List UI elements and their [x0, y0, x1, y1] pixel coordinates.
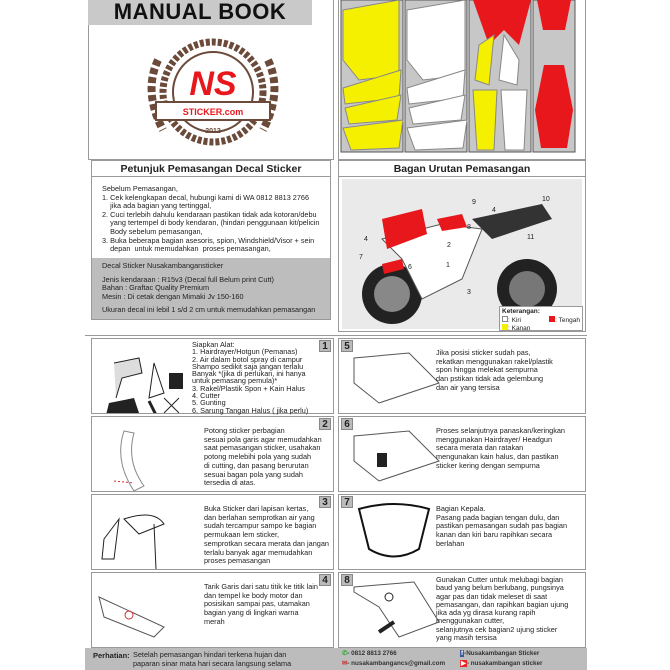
step-number: 4 [319, 574, 331, 586]
step-text: Tarik Garis dari satu titik ke titik lai… [204, 582, 318, 626]
legend-kanan: : Kanan [502, 324, 580, 333]
product-size-note: Ukuran decal ini lebil 1 s/d 2 cm untuk … [102, 305, 316, 315]
step-number: 7 [341, 496, 353, 508]
step-text: Gunakan Cutter untuk melubagi bagian bau… [436, 575, 569, 643]
callout-2: 2 [447, 242, 451, 249]
sticker-sheet-panel [338, 0, 586, 160]
legend-tengah: : Tengah [549, 315, 580, 325]
callout-8: 8 [467, 224, 471, 231]
youtube-icon: ▶ [460, 660, 467, 667]
step-illustration [353, 352, 440, 404]
legend: Keterangan: : Kiri : Tengah : Kanan [499, 306, 583, 333]
step-number: 3 [319, 496, 331, 508]
svg-text:• 2012 •: • 2012 • [201, 128, 226, 135]
step-illustration [353, 430, 440, 482]
instructions-panel: Petunjuk Pemasangan Decal Sticker Sebelu… [91, 160, 331, 320]
step-text: Potong sticker perbagian sesuai pola gar… [204, 426, 322, 488]
contact-email: ✉- nusakambangancs@gmail.com [342, 660, 446, 667]
step-number: 5 [341, 340, 353, 352]
step-illustration [106, 357, 183, 413]
step-illustration [101, 514, 165, 569]
facebook-icon: f [460, 650, 465, 657]
footer: Perhatian: Setelah pemasangan hindari te… [85, 648, 587, 670]
motorcycle-diagram: 9 4 10 8 4 2 11 7 1 6 3 [342, 179, 582, 329]
product-material: Bahan : Graftac Quality Premium [102, 283, 210, 293]
step-number: 2 [319, 418, 331, 430]
step-number: 1 [319, 340, 331, 352]
step-illustration [113, 430, 145, 491]
section-divider [85, 335, 587, 336]
callout-3: 3 [467, 289, 471, 296]
contact-facebook: f-Nusakambangan Sticker [460, 650, 540, 657]
step-text: Bagian Kepala. Pasang pada bagian tengan… [436, 504, 568, 548]
installation-order-panel: Bagan Urutan Pemasangan 9 4 10 8 4 2 11 … [338, 160, 586, 332]
sticker-sheet-image [340, 0, 576, 153]
product-vehicle: Jenis kendaraan : R15v3 (Decal full Belu… [102, 274, 274, 284]
warning-text: Setelah pemasangan hindari terkena hujan… [133, 650, 292, 668]
legend-kiri: : Kiri [502, 315, 521, 325]
svg-text:STICKER.com: STICKER.com [183, 107, 244, 117]
instruction-item: 2. Cuci terlebih dahulu kendaraan pastik… [102, 209, 320, 236]
logo-badge: NS STICKER.com • 2012 • [147, 38, 279, 146]
product-machine: Mesin : Di cetak dengan Mimaki Jv 150-16… [102, 291, 244, 301]
step-number: 6 [341, 418, 353, 430]
step-illustration [353, 581, 440, 638]
product-info-title: Decal Sticker Nusakambangansticker [102, 261, 224, 270]
legend-title: Keterangan: [502, 308, 540, 315]
step-text: Siapkan Alat: 1. Hairdrayer/Hotgun (Pema… [192, 340, 309, 415]
product-info-box: Decal Sticker Nusakambangansticker Jenis… [92, 258, 330, 319]
whatsapp-icon: ✆ [342, 650, 348, 657]
installation-order-heading: Bagan Urutan Pemasangan [339, 161, 585, 177]
instructions-heading: Petunjuk Pemasangan Decal Sticker [92, 161, 330, 177]
callout-9: 9 [472, 199, 476, 206]
step-text: Buka Sticker dari lapisan kertas, dan be… [204, 504, 329, 566]
logo-ns-text: NS [189, 65, 237, 103]
warning-label: Perhatian: [93, 651, 130, 660]
step-illustration [98, 596, 165, 638]
email-icon: ✉ [342, 660, 348, 667]
step-8: 8 Gunakan Cutter untuk melubagi bagian ba… [338, 572, 586, 648]
instruction-item: 1. Cek kelengkapan decal, hubungi kami d… [102, 192, 310, 211]
callout-4b: 4 [364, 236, 368, 243]
callout-1: 1 [446, 262, 450, 269]
step-text: Jika posisi sticker sudah pas, rekatkan … [436, 348, 553, 392]
callout-11: 11 [527, 234, 534, 241]
callout-6: 6 [408, 264, 412, 271]
step-illustration [357, 503, 431, 558]
step-text: Proses selanjutnya panaskan/keringkan me… [436, 426, 565, 470]
instruction-item: 3. Buka beberapa bagian asesoris, spion,… [102, 235, 315, 254]
page-title: MANUAL BOOK [88, 0, 312, 25]
callout-7: 7 [359, 254, 363, 261]
instructions-intro: Sebelum Pemasangan, [102, 184, 178, 193]
step-number: 8 [341, 574, 353, 586]
callout-10: 10 [542, 196, 550, 203]
contact-youtube: ▶- nusakambangan sticker [460, 660, 543, 667]
callout-4: 4 [492, 207, 496, 214]
contact-phone: ✆- 0812 8813 2766 [342, 650, 397, 657]
step-1: 1 Siapkan Alat: 1. Hairdrayer/Hotgun (Pem… [91, 338, 334, 414]
